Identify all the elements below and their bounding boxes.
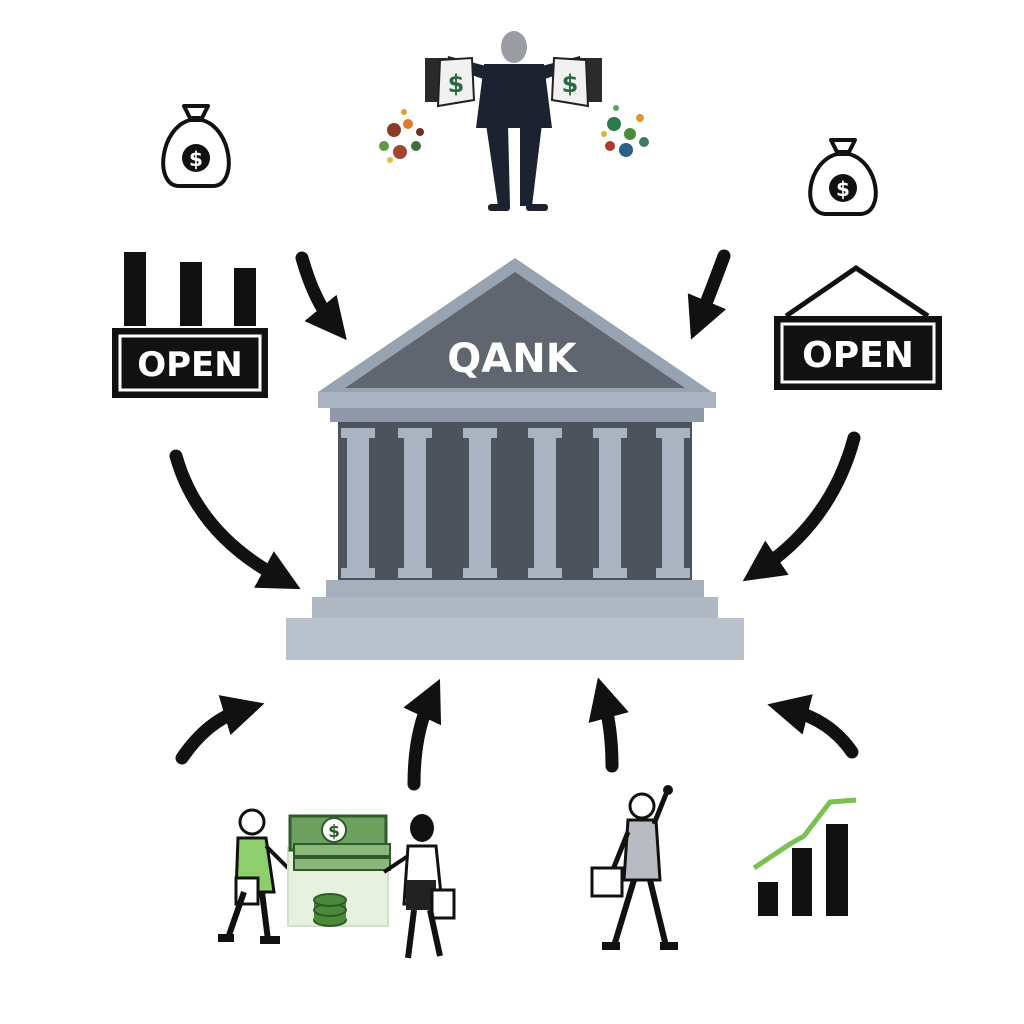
open-sign-left: OPEN: [112, 328, 268, 398]
cash-stack-icon: $: [287, 814, 391, 927]
money-bag-left-symbol: $: [189, 147, 203, 171]
bank-entablature: [318, 392, 716, 408]
shopper-icon: [590, 785, 678, 950]
bank-step-2: [312, 597, 718, 619]
bank-icon: QANK: [286, 258, 744, 660]
arrows: [169, 249, 861, 791]
cash-exchange-scene: $: [218, 808, 456, 959]
arrow-icon-bottom-left: [403, 678, 442, 791]
person-left-icon: [218, 808, 294, 944]
bill-symbol: $: [328, 822, 340, 842]
arrow-icon-bottom-right: [588, 677, 629, 773]
open-sign-left-text: OPEN: [137, 345, 243, 385]
confetti-right: [601, 105, 649, 157]
left-bag-symbol: $: [448, 70, 465, 98]
coin-stack-icon: [313, 893, 347, 927]
bank-name: QANK: [447, 336, 578, 382]
arrow-icon-bottom-far-right: [767, 694, 859, 759]
bank-step-1: [326, 580, 704, 598]
confetti-left: [379, 109, 424, 163]
arrow-icon-top-left: [295, 251, 347, 341]
open-sign-right-text: OPEN: [802, 335, 914, 376]
money-bag-icon-right: $: [808, 138, 878, 216]
arrow-icon-bottom-far-left: [175, 695, 265, 765]
bank-columns: [341, 428, 690, 578]
person-right-icon: [382, 814, 456, 959]
factory-icon: [124, 252, 256, 326]
bank-roof-face: [345, 272, 685, 388]
right-bag-symbol: $: [562, 70, 579, 98]
money-bag-icon-left: $: [161, 104, 231, 188]
bank-wall: [338, 422, 692, 582]
bank-step-3: [286, 618, 744, 660]
growth-chart-icon: [752, 797, 857, 916]
person-with-money-bags-icon: $ $: [425, 31, 602, 211]
open-sign-right: OPEN: [774, 264, 942, 390]
arrow-icon-mid-left: [169, 449, 301, 590]
money-bag-right-symbol: $: [836, 177, 850, 201]
arrow-icon-mid-right: [742, 431, 861, 582]
arrow-icon-top-right: [687, 249, 731, 340]
